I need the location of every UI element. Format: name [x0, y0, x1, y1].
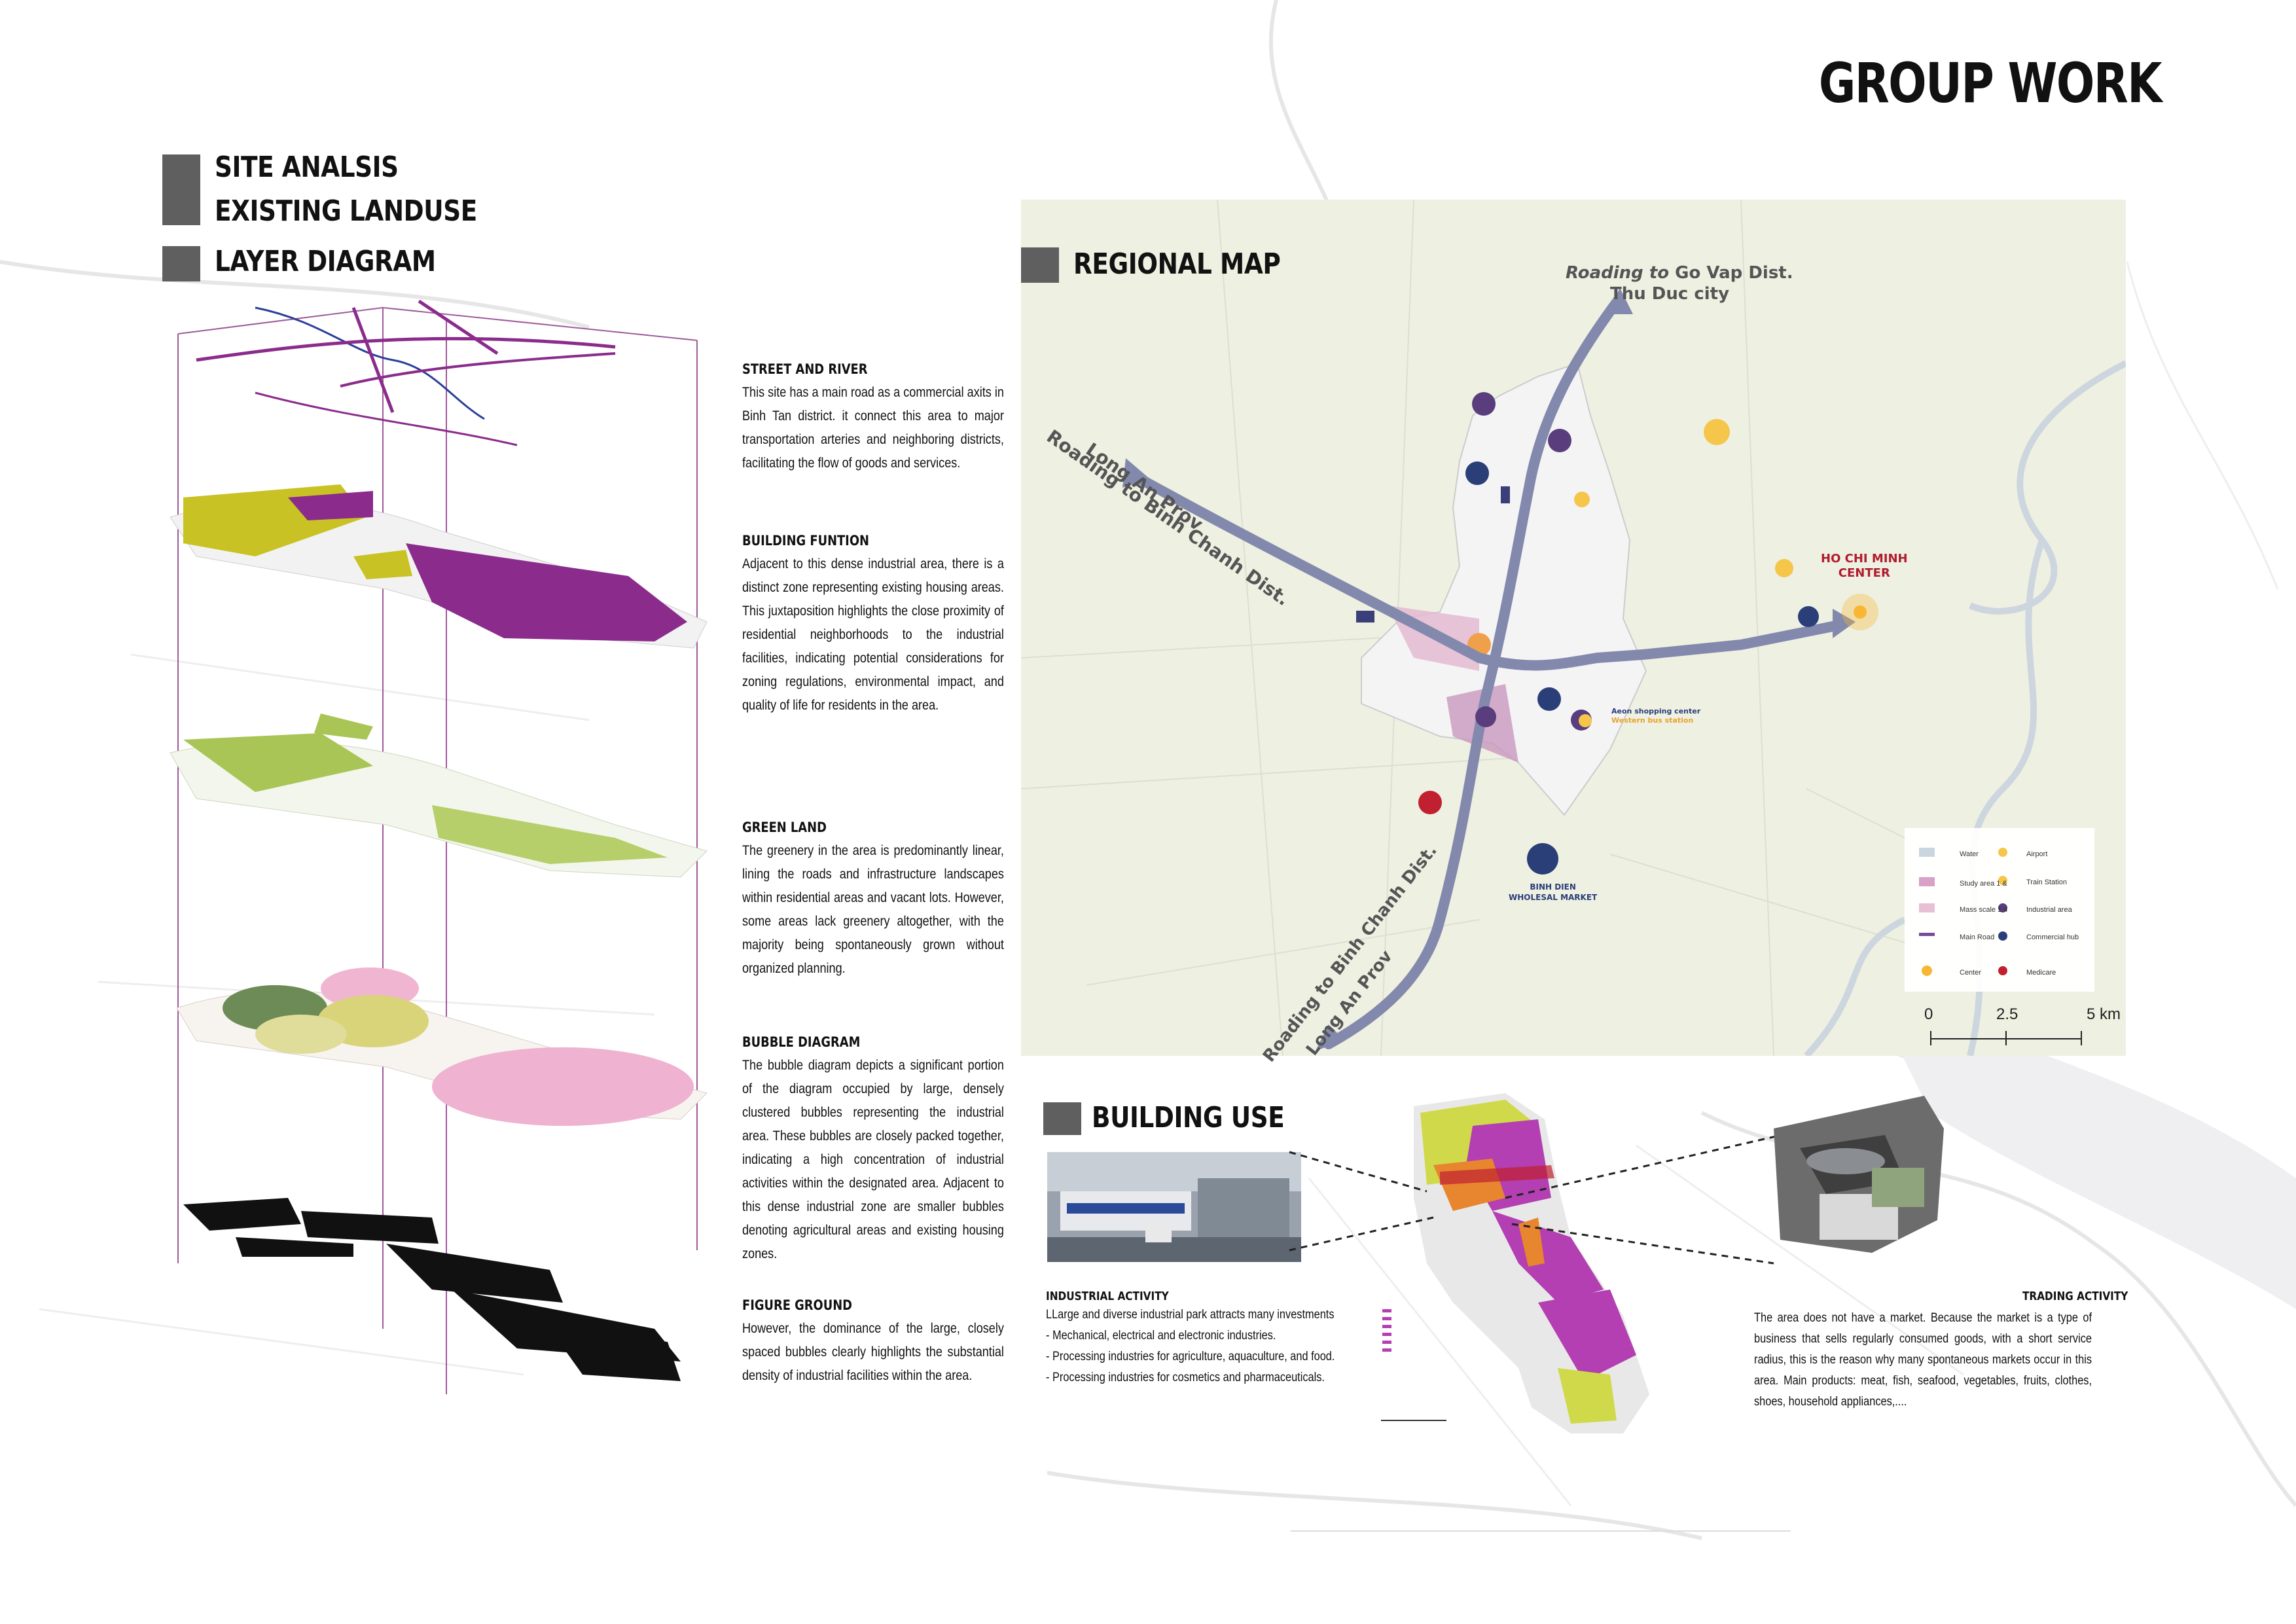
legend-label: Mass scale 1:4	[1960, 906, 2008, 914]
building-use-map	[1381, 1093, 1649, 1434]
header-marker	[1043, 1102, 1081, 1135]
section-heading: BUBBLE DIAGRAM	[742, 1034, 861, 1050]
scale-label: 5 km	[2087, 1005, 2121, 1023]
road-label-italic: Roading to	[1566, 263, 1676, 283]
bubble-layer	[176, 967, 708, 1126]
hcm-center-label: HO CHI MINH CENTER	[1821, 552, 1908, 581]
road-label-north-2: Thu Duc city	[1610, 284, 1730, 304]
building-use-title: BUILDING USE	[1092, 1101, 1285, 1134]
aeon-label: Aeon shopping center Western bus station	[1611, 707, 1700, 725]
market-label-line: WHOLESAL MARKET	[1509, 893, 1598, 902]
scale-bar	[1930, 1031, 2082, 1045]
caption-heading: INDUSTRIAL ACTIVITY	[1046, 1290, 1169, 1303]
trading-caption: TRADING ACTIVITY The area does not have …	[1754, 1290, 2128, 1413]
section-text: The bubble diagram depicts a significant…	[742, 1058, 1004, 1261]
road-label-north: Roading to Go Vap Dist.	[1566, 263, 1793, 283]
building-function-section: BUILDING FUNTION Adjacent to this dense …	[742, 533, 1004, 717]
center-label-line: HO CHI MINH	[1821, 552, 1908, 566]
aeon-label-line: Western bus station	[1611, 716, 1694, 725]
legend-swatches	[1919, 848, 2007, 976]
caption-line: - Mechanical, electrical and electronic …	[1046, 1329, 1276, 1343]
caption-text: The area does not have a market. Because…	[1754, 1311, 2092, 1409]
existing-landuse-title: EXISTING LANDUSE	[215, 194, 477, 228]
legend-label: Center	[1960, 969, 1982, 977]
industrial-photo	[1047, 1152, 1301, 1262]
industrial-caption: INDUSTRIAL ACTIVITY LLarge and diverse i…	[1046, 1290, 1386, 1388]
scale-label: 2.5	[1996, 1005, 2018, 1023]
arrow-west	[1122, 458, 1149, 488]
header-marker	[1021, 247, 1059, 283]
building-function-layer	[170, 484, 708, 649]
section-text: However, the dominance of the large, clo…	[742, 1321, 1004, 1383]
caption-line: - Processing industries for cosmetics an…	[1046, 1371, 1325, 1384]
legend-label: Industrial area	[2026, 906, 2072, 914]
site-analysis-title: SITE ANALSIS	[215, 151, 399, 184]
legend-label: Main Road	[1960, 933, 1995, 941]
road-badge	[1501, 486, 1510, 503]
aeon-label-line: Aeon shopping center	[1611, 707, 1701, 715]
figure-ground-layer	[183, 1198, 681, 1381]
section-heading: STREET AND RIVER	[742, 361, 868, 377]
caption-heading: TRADING ACTIVITY	[2022, 1290, 2128, 1303]
header-marker	[162, 154, 200, 225]
legend-label: Train Station	[2026, 878, 2067, 886]
section-text: This site has a main road as a commercia…	[742, 385, 1004, 471]
section-text: The greenery in the area is predominantl…	[742, 843, 1004, 976]
bubble-diagram-section: BUBBLE DIAGRAM The bubble diagram depict…	[742, 1034, 1004, 1266]
market-label: BINH DIEN WHOLESAL MARKET	[1509, 882, 1597, 903]
layer-diagram-title: LAYER DIAGRAM	[215, 245, 436, 278]
road-badge	[1356, 611, 1374, 623]
arrow-north	[1607, 288, 1633, 314]
map-icons	[1418, 392, 1819, 875]
arrow-south	[1316, 1024, 1345, 1051]
center-label-line: CENTER	[1838, 566, 1890, 580]
legend-label: Commercial hub	[2026, 933, 2079, 941]
green-land-layer	[170, 713, 708, 878]
layer-diagram	[170, 299, 708, 1394]
bottom-divider	[1291, 1530, 1791, 1532]
caption-text: LLarge and diverse industrial park attra…	[1046, 1305, 1384, 1388]
green-land-section: GREEN LAND The greenery in the area is p…	[742, 820, 1004, 981]
arrow-east	[1833, 609, 1856, 638]
trading-photo	[1754, 1089, 1950, 1259]
connector-lines	[1289, 1131, 1794, 1265]
legend-label: Airport	[2026, 850, 2048, 858]
figure-ground-section: FIGURE GROUND However, the dominance of …	[742, 1297, 1004, 1388]
caption-line: LLarge and diverse industrial park attra…	[1046, 1308, 1335, 1322]
scale-label: 0	[1924, 1005, 1933, 1023]
legend-label: Medicare	[2026, 969, 2056, 977]
caption-line: - Processing industries for agriculture,…	[1046, 1350, 1335, 1363]
section-heading: FIGURE GROUND	[742, 1297, 852, 1313]
road-label-bold: Go Vap Dist.	[1675, 263, 1793, 283]
section-heading: BUILDING FUNTION	[742, 533, 869, 549]
regional-map	[1021, 200, 2126, 1056]
street-river-section: STREET AND RIVER This site has a main ro…	[742, 361, 1004, 475]
section-heading: GREEN LAND	[742, 820, 827, 835]
regional-map-title: REGIONAL MAP	[1073, 247, 1281, 281]
street-river-layer	[196, 299, 616, 446]
page-title: GROUP WORK	[1818, 51, 2162, 115]
section-text: Adjacent to this dense industrial area, …	[742, 556, 1004, 713]
header-marker	[162, 246, 200, 281]
legend-label: Water	[1960, 850, 1979, 858]
market-label-line: BINH DIEN	[1530, 882, 1576, 892]
legend-label: Study area 1 &	[1960, 880, 2007, 888]
